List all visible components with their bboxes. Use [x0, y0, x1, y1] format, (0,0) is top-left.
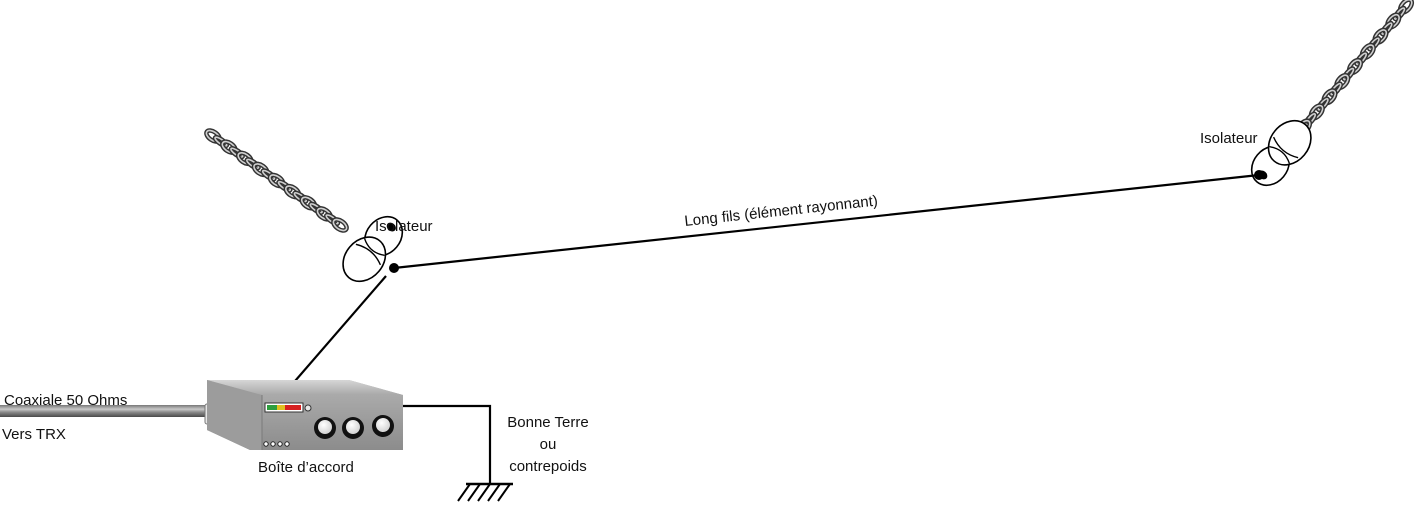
long-wire	[393, 173, 1260, 270]
coax-cable	[0, 405, 210, 417]
antenna-tuner-box-icon	[207, 380, 403, 450]
knob-1-icon	[314, 417, 336, 439]
tuner-label: Boîte d’accord	[258, 459, 354, 476]
ground-label-line1: Bonne Terre	[507, 414, 588, 431]
right-insulator-label: Isolateur	[1200, 130, 1258, 147]
chain-link-highlight	[1381, 22, 1393, 36]
ground-label-line2: ou	[540, 436, 557, 453]
chain-link-highlight	[261, 169, 276, 181]
chain-link-highlight	[230, 147, 244, 158]
right-insulator-icon	[1250, 119, 1312, 187]
swr-meter-icon	[264, 402, 304, 413]
terminal-holes	[263, 441, 290, 447]
chain-link-highlight	[309, 203, 323, 214]
chain-link-highlight	[1317, 97, 1329, 111]
feed-wire	[288, 275, 387, 389]
chain-link-highlight	[1393, 7, 1406, 20]
left-insulator-icon	[342, 215, 404, 283]
to-trx-label: Vers TRX	[2, 426, 66, 443]
ground-label-line3: contrepoids	[509, 458, 587, 475]
chain-link-highlight	[1368, 37, 1380, 51]
chain-link-highlight	[277, 180, 292, 192]
chain-link-highlight	[1355, 52, 1368, 66]
knob-2-icon	[342, 417, 364, 439]
chain-link-highlight	[246, 158, 260, 170]
left-chain-icon	[204, 128, 349, 233]
chain-link-highlight	[332, 218, 348, 232]
chain-link-highlight	[214, 136, 228, 147]
knob-3-icon	[372, 415, 394, 437]
right-chain-icon	[1295, 0, 1415, 136]
chain-link-highlight	[325, 214, 339, 225]
coax-label: Coaxiale 50 Ohms	[4, 392, 127, 409]
chain-link-highlight	[1342, 67, 1355, 81]
ground-symbol-icon	[457, 482, 513, 502]
chain-link-highlight	[1330, 82, 1342, 96]
left-insulator-label: Isolateur	[375, 218, 433, 235]
ground-wire	[403, 404, 492, 483]
chain-link-highlight	[293, 191, 307, 203]
long-wire-label: Long fils (élément rayonnant)	[684, 192, 879, 230]
